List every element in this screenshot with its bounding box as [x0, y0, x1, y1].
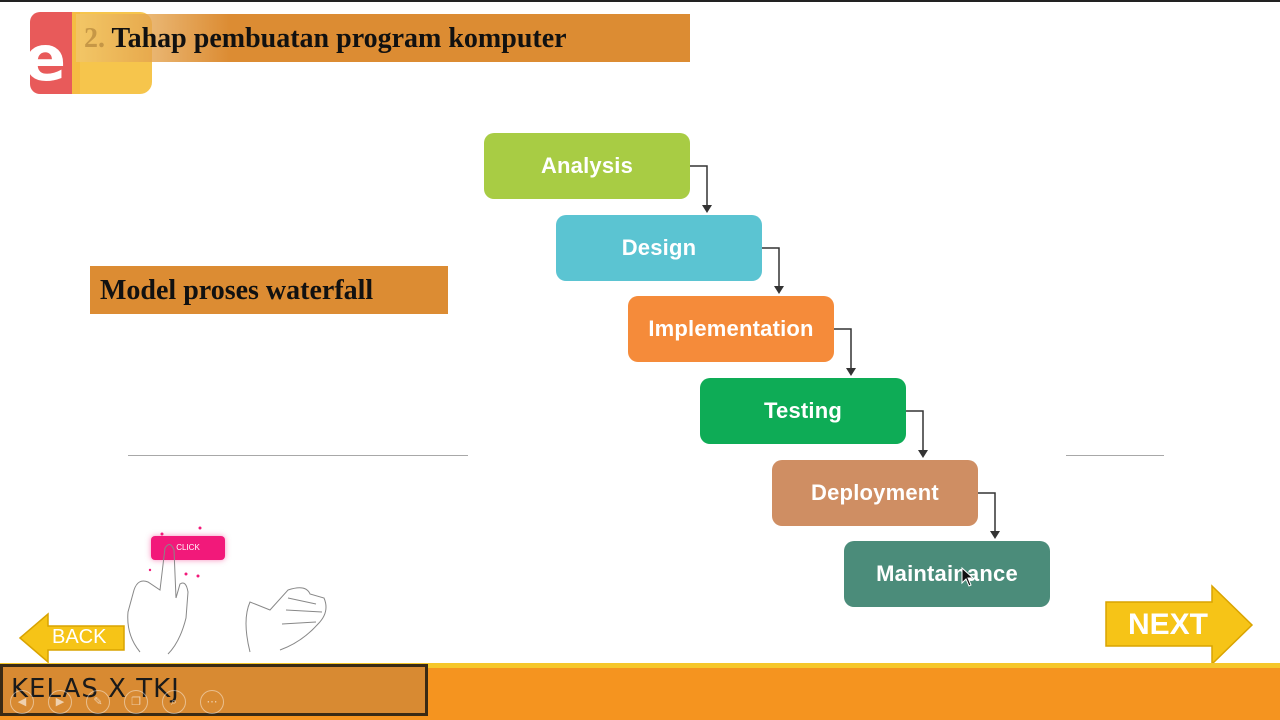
connector-line	[906, 410, 924, 452]
connector-line	[834, 328, 852, 370]
connector-arrowhead	[846, 368, 856, 376]
logo-red-block	[30, 12, 80, 94]
mouse-cursor-icon	[961, 567, 975, 587]
step-implementation: Implementation	[628, 296, 834, 362]
title-banner: 2. Tahap pembuatan program komputer	[76, 14, 690, 62]
connector-line	[690, 165, 708, 207]
divider-right	[1066, 455, 1164, 456]
back-label: BACK	[52, 626, 107, 648]
copy-icon[interactable]: ❐	[124, 690, 148, 714]
connector-arrowhead	[702, 205, 712, 213]
zoom-icon[interactable]: ⌕	[162, 690, 186, 714]
step-maintainance: Maintainance	[844, 541, 1050, 607]
connector-line	[762, 247, 780, 288]
logo-letter: e	[24, 22, 67, 95]
connector-arrowhead	[918, 450, 928, 458]
step-design: Design	[556, 215, 762, 281]
connector-arrowhead	[774, 286, 784, 294]
player-controls: ◀ ▶ ✎ ❐ ⌕ ⋯	[10, 690, 224, 714]
step-deployment: Deployment	[772, 460, 978, 526]
click-button[interactable]: CLICK	[151, 536, 225, 560]
subtitle-banner: Model proses waterfall	[90, 266, 448, 314]
step-analysis: Analysis	[484, 133, 690, 199]
next-button[interactable]: NEXT	[1104, 584, 1256, 666]
footer-stripe	[0, 663, 1280, 668]
next-arrow-icon	[1105, 584, 1254, 666]
divider-left	[128, 455, 468, 456]
next-icon[interactable]: ▶	[48, 690, 72, 714]
connector-line	[978, 492, 996, 533]
pen-icon[interactable]: ✎	[86, 690, 110, 714]
title-number: 2.	[84, 23, 105, 54]
more-icon[interactable]: ⋯	[200, 690, 224, 714]
back-arrow-icon	[18, 612, 125, 664]
top-border	[0, 0, 1280, 2]
step-testing: Testing	[700, 378, 906, 444]
prev-icon[interactable]: ◀	[10, 690, 34, 714]
title-text: Tahap pembuatan program komputer	[111, 23, 567, 54]
next-label: NEXT	[1128, 608, 1209, 641]
hand-pointer-icon	[127, 526, 327, 655]
back-button[interactable]: BACK	[18, 612, 128, 664]
connector-arrowhead	[990, 531, 1000, 539]
